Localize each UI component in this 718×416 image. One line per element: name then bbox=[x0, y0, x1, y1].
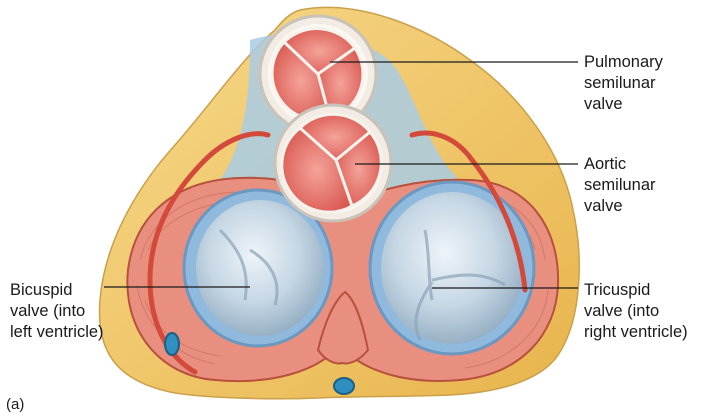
label-pulmonary-semilunar-valve: Pulmonary semilunar valve bbox=[584, 52, 663, 115]
aortic-semilunar-valve bbox=[275, 105, 391, 221]
label-tricuspid-valve: Tricuspid valve (into right ventricle) bbox=[584, 280, 688, 343]
label-bicuspid-valve: Bicuspid valve (into left ventricle) bbox=[10, 280, 104, 343]
label-line: right ventricle) bbox=[584, 322, 688, 343]
label-line: Pulmonary bbox=[584, 52, 663, 73]
label-line: left ventricle) bbox=[10, 322, 104, 343]
label-line: Bicuspid bbox=[10, 280, 104, 301]
label-line: valve (into bbox=[584, 301, 688, 322]
label-aortic-semilunar-valve: Aortic semilunar valve bbox=[584, 154, 656, 217]
label-line: valve bbox=[584, 94, 663, 115]
label-line: semilunar bbox=[584, 175, 656, 196]
label-line: Aortic bbox=[584, 154, 656, 175]
panel-label: (a) bbox=[6, 396, 24, 414]
label-line: valve (into bbox=[10, 301, 104, 322]
label-line: valve bbox=[584, 196, 656, 217]
label-line: Tricuspid bbox=[584, 280, 688, 301]
tricuspid-valve bbox=[370, 182, 534, 354]
label-line: semilunar bbox=[584, 73, 663, 94]
